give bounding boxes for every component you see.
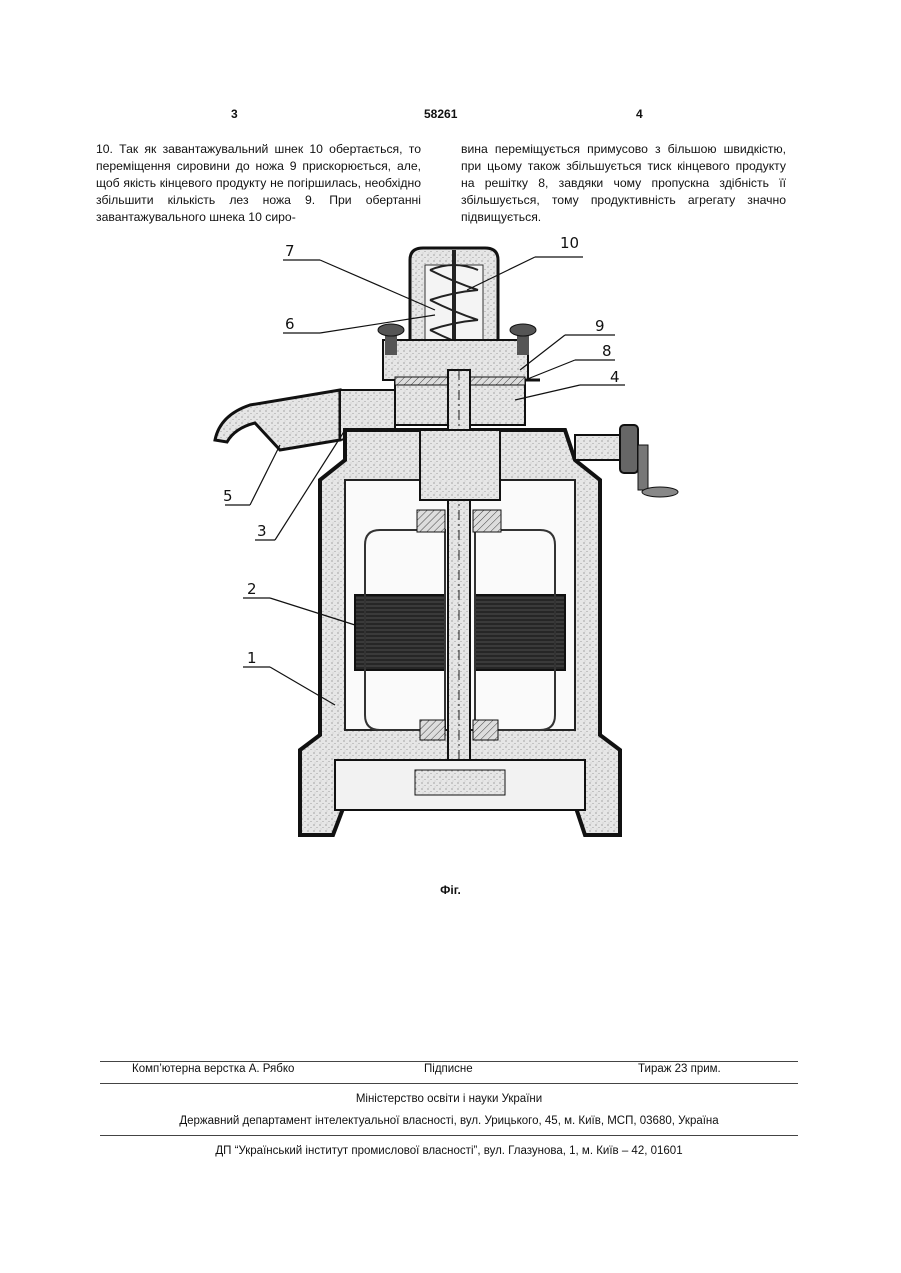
label-9: 9 [595,317,605,335]
ministry-name: Міністерство освіти і науки України [100,1093,798,1105]
label-8: 8 [602,342,612,360]
divider [100,1135,798,1136]
typesetting-credit: Комп’ютерна верстка А. Рябко [132,1063,294,1075]
department-address: Державний департамент інтелектуальної вл… [100,1115,798,1127]
label-10: 10 [560,234,579,252]
divider [100,1061,798,1062]
label-6: 6 [285,315,295,333]
label-7: 7 [285,242,295,260]
divider [100,1083,798,1084]
text-column-left: 10. Так як завантажувальний шнек 10 обер… [96,141,421,226]
signed-note: Підписне [424,1063,473,1075]
label-2: 2 [247,580,257,598]
label-1: 1 [247,649,257,667]
paragraph: 10. Так як завантажувальний шнек 10 обер… [96,141,421,226]
text-column-right: вина переміщується примусово з більшою ш… [461,141,786,226]
label-5: 5 [223,487,233,505]
label-4: 4 [610,368,620,386]
base [335,760,585,810]
label-3: 3 [257,522,267,540]
paragraph: вина переміщується примусово з більшою ш… [461,141,786,226]
circulation-note: Тираж 23 прим. [638,1063,721,1075]
page-number-right: 4 [636,107,643,121]
page-number-left: 3 [231,107,238,121]
patent-number: 58261 [424,107,457,121]
technical-drawing: 10 7 6 9 8 4 5 3 2 1 [205,230,685,850]
figure-caption: Фіг. [0,883,901,897]
institute-address: ДП “Український інститут промислової вла… [100,1145,798,1157]
